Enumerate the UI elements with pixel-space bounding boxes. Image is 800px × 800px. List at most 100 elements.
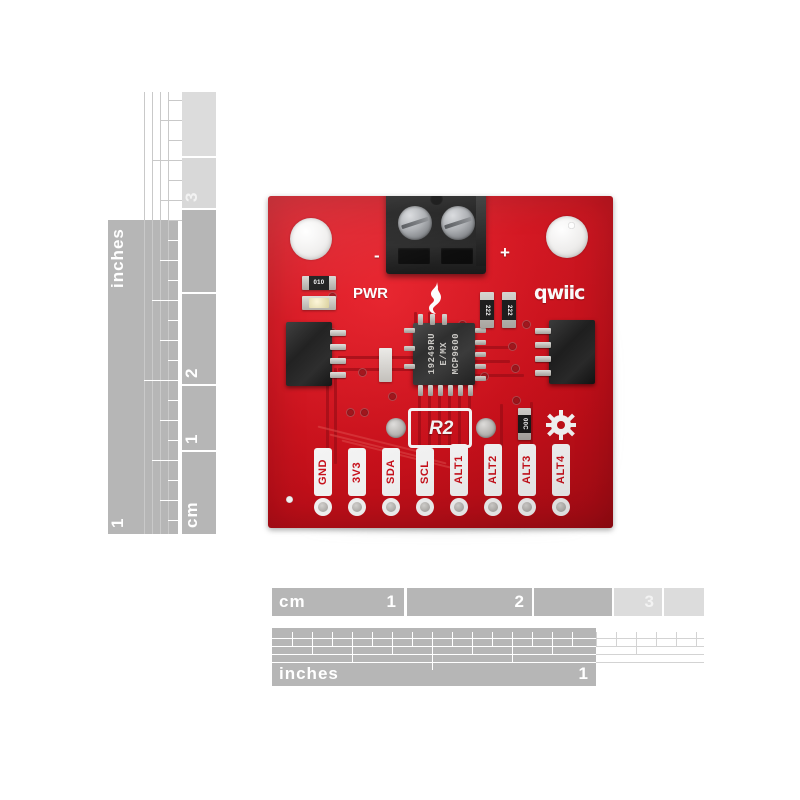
ic-marking-line-1: MCP9600: [451, 333, 461, 375]
pcb-board: R2 PWR - +: [268, 196, 613, 528]
pin-hole-alt1: [450, 498, 468, 516]
trace: [326, 356, 329, 456]
left-ruler-line-a: [144, 92, 145, 534]
left-ruler-cm-segment-blank: [182, 92, 216, 156]
r2-silk-label: R2: [429, 418, 454, 439]
bottom-ruler-tick: [552, 632, 553, 654]
left-ruler-cm-label-2: 2: [182, 367, 201, 378]
pin-hole-alt2: [484, 498, 502, 516]
bottom-ruler-line-a-ext: [596, 638, 704, 639]
left-ruler-cm-segment-3: 3: [182, 158, 216, 208]
bottom-ruler-cm-segment-blank: [664, 588, 704, 616]
left-ruler-tick: [160, 120, 182, 121]
ic-pin: [468, 385, 473, 396]
trace: [464, 360, 510, 363]
left-ruler-tick: [168, 480, 182, 481]
bottom-ruler-tick: [616, 632, 617, 646]
left-ruler-tick: [168, 320, 182, 321]
bottom-ruler-inches-unit-label: inches: [279, 664, 339, 683]
terminal-block-center-hole: [430, 196, 443, 205]
sparkfun-gear-icon: [546, 410, 576, 445]
via: [568, 222, 575, 229]
left-ruler-tick: [168, 220, 182, 221]
via: [346, 408, 355, 417]
left-ruler-tick: [152, 300, 182, 301]
bottom-ruler-tick: [472, 632, 473, 654]
bottom-ruler-inches-segment-1: inches 1: [272, 628, 596, 686]
qwiic-pin-right: [535, 356, 551, 362]
screw-slot: [401, 216, 429, 230]
resistor-222-a: 222: [480, 292, 494, 328]
left-ruler-tick: [144, 380, 182, 381]
test-pad-left: [386, 418, 406, 438]
flame-icon-svg: [429, 282, 441, 314]
pin-label-scl: SCL: [416, 448, 434, 496]
ic-marking-line-2: E/MX: [439, 342, 449, 366]
left-ruler: 3 2 1 cm 1 inches: [108, 92, 226, 534]
ic-pin: [458, 385, 463, 396]
resistor-222-b: 222: [502, 292, 516, 328]
pin-hole-3v3: [348, 498, 366, 516]
qwiic-pin-left: [330, 358, 346, 364]
test-pad-right: [476, 418, 496, 438]
bottom-ruler-tick: [596, 632, 597, 646]
terminal-plus-label: +: [500, 243, 510, 262]
bottom-ruler-tick: [572, 632, 573, 646]
left-ruler-tick: [168, 180, 182, 181]
trace: [448, 392, 451, 448]
trace: [464, 374, 524, 377]
pin-hole-alt4: [552, 498, 570, 516]
bottom-ruler-line-c-ext: [596, 654, 704, 655]
ic-pin: [418, 314, 423, 325]
ic-pin: [438, 385, 443, 396]
bottom-ruler-line-d-ext: [596, 662, 704, 663]
trace: [530, 402, 533, 448]
left-ruler-cm-segment-2b: [182, 210, 216, 292]
sparkfun-flame-icon: [428, 282, 444, 314]
mounting-hole-top-left: [290, 218, 332, 260]
terminal-wire-opening-positive: [441, 248, 473, 264]
qwiic-wordmark: qwiic: [534, 282, 585, 304]
left-ruler-tick: [168, 240, 182, 241]
pin-label-alt2: ALT2: [484, 444, 502, 496]
pin-hole-alt3: [518, 498, 536, 516]
bottom-ruler-tick: [492, 632, 493, 646]
bottom-ruler-line-b-ext: [596, 646, 704, 647]
ic-pin: [475, 352, 486, 357]
trace: [338, 368, 418, 371]
bottom-ruler-line-b: [272, 646, 596, 647]
qwiic-connector-right: [549, 320, 595, 384]
qwiic-pin-left: [330, 372, 346, 378]
bottom-ruler-cm-label-1: 1: [386, 592, 397, 611]
terminal-block-side-tab: [476, 196, 486, 266]
bottom-ruler-tick: [332, 632, 333, 646]
ic-pin: [448, 385, 453, 396]
trace: [464, 346, 510, 349]
bottom-ruler-tick: [312, 632, 313, 654]
trace: [500, 404, 503, 448]
pin-label-alt4: ALT4: [552, 444, 570, 496]
left-ruler-tick: [168, 400, 182, 401]
bottom-ruler-tick: [392, 632, 393, 654]
left-ruler-tick: [168, 440, 182, 441]
bottom-ruler-cm-unit-label: cm: [279, 592, 306, 611]
left-ruler-tick: [160, 340, 182, 341]
bottom-ruler-tick: [372, 632, 373, 646]
left-ruler-tick: [168, 100, 182, 101]
resistor-00c-marking: 00C: [518, 415, 531, 433]
ic-pin: [430, 314, 435, 325]
left-ruler-tick: [160, 200, 182, 201]
trace: [338, 356, 418, 359]
bottom-ruler-cm-segment-2b: [534, 588, 612, 616]
trace: [458, 392, 461, 448]
left-ruler-line-d: [168, 92, 169, 534]
pin-label-sda: SDA: [382, 448, 400, 496]
pin-hole-scl: [416, 498, 434, 516]
resistor-222-b-marking: 222: [502, 299, 516, 321]
left-ruler-tick: [168, 520, 182, 521]
bottom-ruler-tick: [696, 632, 697, 646]
pin-hole-gnd: [314, 498, 332, 516]
power-led-lens: [309, 297, 329, 309]
left-ruler-tick: [168, 360, 182, 361]
pin-label-alt3: ALT3: [518, 444, 536, 496]
